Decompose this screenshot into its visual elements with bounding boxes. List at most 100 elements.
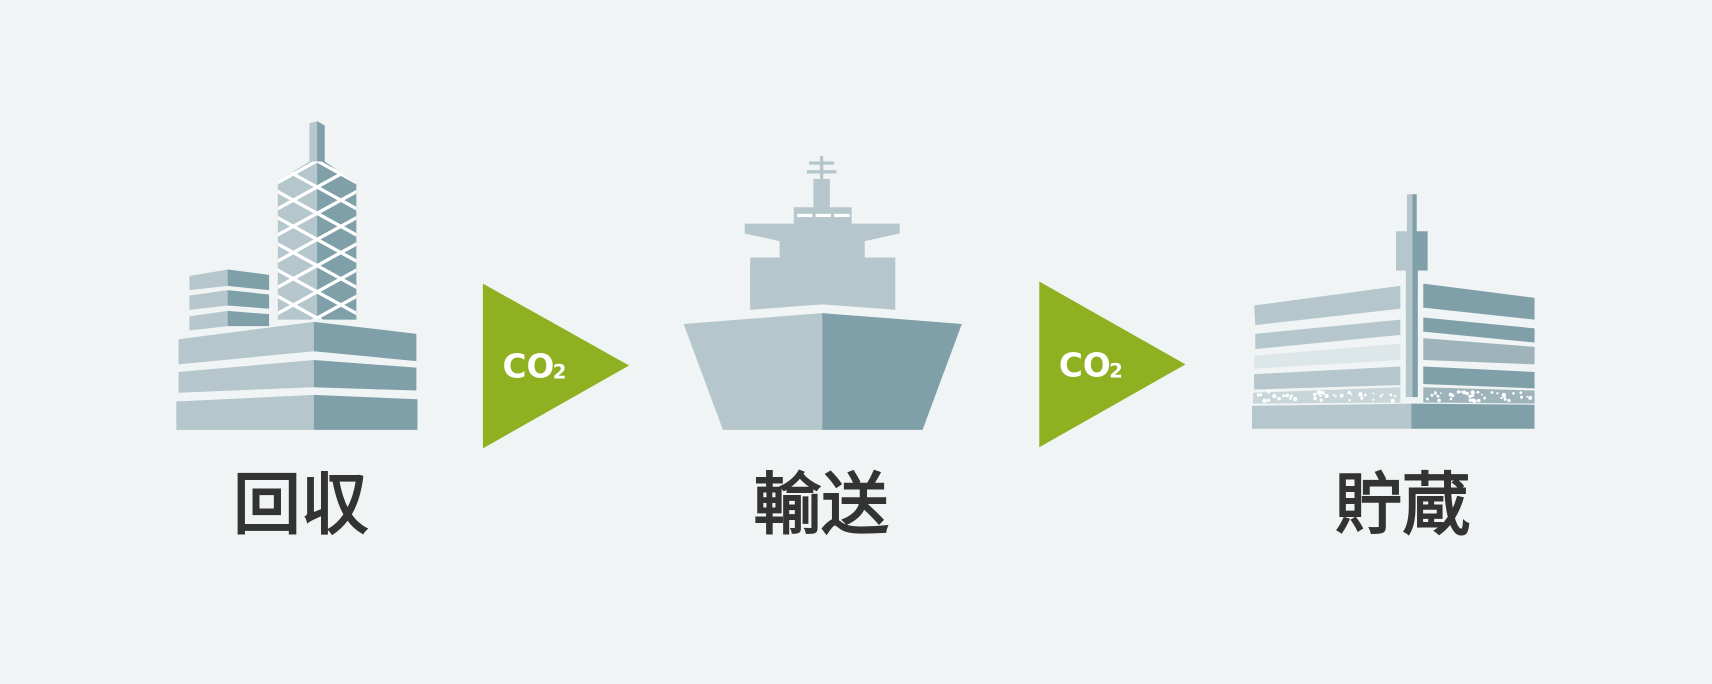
storage-base-left xyxy=(1252,403,1412,429)
pore-dot xyxy=(1496,392,1499,395)
pore-dot xyxy=(1483,396,1487,400)
tower-spire-right xyxy=(317,121,325,163)
pore-dot xyxy=(1289,394,1294,398)
ship-bridge-window-3 xyxy=(834,213,850,218)
side-slab-2-right xyxy=(227,290,270,309)
stratum-3-right xyxy=(1423,338,1535,365)
side-slab-2-left xyxy=(189,290,228,310)
pipe-top-right xyxy=(1412,194,1417,233)
pore-dot xyxy=(1358,392,1363,397)
pore-dot xyxy=(1437,398,1441,403)
arrow-2-co-text: CO xyxy=(1059,346,1111,384)
pore-dot xyxy=(1507,399,1511,403)
pore-dot xyxy=(1393,394,1397,398)
stratum-2-right xyxy=(1423,317,1535,343)
pore-dot xyxy=(1451,394,1455,398)
pore-dot xyxy=(1313,396,1317,401)
pore-dot xyxy=(1448,394,1451,397)
pore-dot xyxy=(1520,396,1523,399)
ship-superstructure xyxy=(744,223,900,310)
step-label-capture: 回収 xyxy=(233,465,369,544)
factory-building-icon xyxy=(176,121,418,430)
pipe-flange-right xyxy=(1412,231,1428,271)
pore-dot xyxy=(1449,397,1453,401)
pore-dot xyxy=(1256,393,1261,397)
base-slab-2-right xyxy=(313,360,417,391)
pore-dot xyxy=(1381,393,1384,396)
lattice-line xyxy=(277,208,357,271)
pipe-shaft-left xyxy=(1405,269,1413,398)
pore-dot xyxy=(1334,395,1337,398)
pore-dot xyxy=(1490,391,1494,394)
pore-dot xyxy=(1468,394,1472,399)
base-slab-2-left xyxy=(178,360,314,393)
base-slab-1-right xyxy=(313,321,417,362)
pore-dot xyxy=(1282,394,1286,398)
pipe-shaft-right xyxy=(1412,269,1418,398)
pore-dot xyxy=(1389,393,1393,397)
base-slab-3-right xyxy=(313,394,418,430)
arrow-1-co-text: CO xyxy=(503,347,555,385)
pore-dot xyxy=(1439,392,1442,395)
ship-mast-base xyxy=(813,178,830,209)
stratum-2-left xyxy=(1255,319,1401,350)
pore-dot xyxy=(1480,393,1483,396)
pore-dot xyxy=(1289,397,1292,400)
pore-dot xyxy=(1267,399,1270,402)
underground-storage-icon xyxy=(1252,194,1535,429)
pore-dot xyxy=(1293,397,1298,402)
ship-mast-crossbar-upper xyxy=(809,161,835,165)
stratum-4-left xyxy=(1254,366,1401,390)
pore-dot xyxy=(1348,398,1351,402)
pore-dot xyxy=(1364,393,1367,397)
pore-dot xyxy=(1319,394,1322,398)
ship-icon xyxy=(683,156,962,430)
stratum-1-right xyxy=(1423,283,1535,320)
pore-dot xyxy=(1347,391,1350,395)
pore-dot xyxy=(1267,390,1271,394)
stratum-3-left xyxy=(1254,343,1401,369)
ship-hull-right xyxy=(822,313,962,430)
pore-dot xyxy=(1468,398,1472,402)
lattice-line xyxy=(277,260,357,320)
pore-dot xyxy=(1272,393,1277,399)
side-slab-3-left xyxy=(189,310,228,331)
ship-hull-left xyxy=(683,313,823,430)
pipe-flange-left xyxy=(1396,231,1413,271)
stratum-1-left xyxy=(1254,285,1401,326)
arrow-2-subscript: 2 xyxy=(1109,359,1123,382)
arrow-1-triangle xyxy=(482,283,630,449)
pore-dot xyxy=(1379,395,1383,398)
pore-dot xyxy=(1390,398,1395,403)
pore-dot xyxy=(1360,396,1364,400)
pore-dot xyxy=(1462,390,1467,395)
green-triangle-arrow-icon: CO 2 xyxy=(1039,281,1186,448)
pore-dot xyxy=(1476,390,1480,394)
pore-dot xyxy=(1277,396,1281,401)
pore-dot xyxy=(1433,391,1437,395)
stratum-4-right xyxy=(1423,366,1535,389)
side-slab-3-right xyxy=(227,310,270,327)
ship-bridge-window-1 xyxy=(797,213,813,218)
pore-dot xyxy=(1477,398,1481,403)
pore-dot xyxy=(1319,398,1323,402)
pore-dot xyxy=(1502,394,1506,398)
side-slab-1-right xyxy=(227,269,270,291)
ship-bridge-window-2 xyxy=(815,213,831,218)
lattice-line xyxy=(277,286,357,320)
pore-dot xyxy=(1262,398,1267,404)
pore-dot xyxy=(1519,391,1523,395)
pore-dot xyxy=(1471,398,1475,403)
lattice-line xyxy=(277,161,357,193)
side-slab-1-left xyxy=(189,269,228,291)
pore-dot xyxy=(1312,392,1317,397)
pore-dot xyxy=(1372,398,1375,401)
pore-dot xyxy=(1285,393,1290,398)
step-label-storage: 貯蔵 xyxy=(1335,465,1470,544)
pore-dot xyxy=(1503,397,1507,401)
pore-dot xyxy=(1529,397,1532,400)
pore-dot xyxy=(1465,391,1469,396)
tower-spire-left xyxy=(309,121,318,163)
pore-dot xyxy=(1425,397,1429,401)
